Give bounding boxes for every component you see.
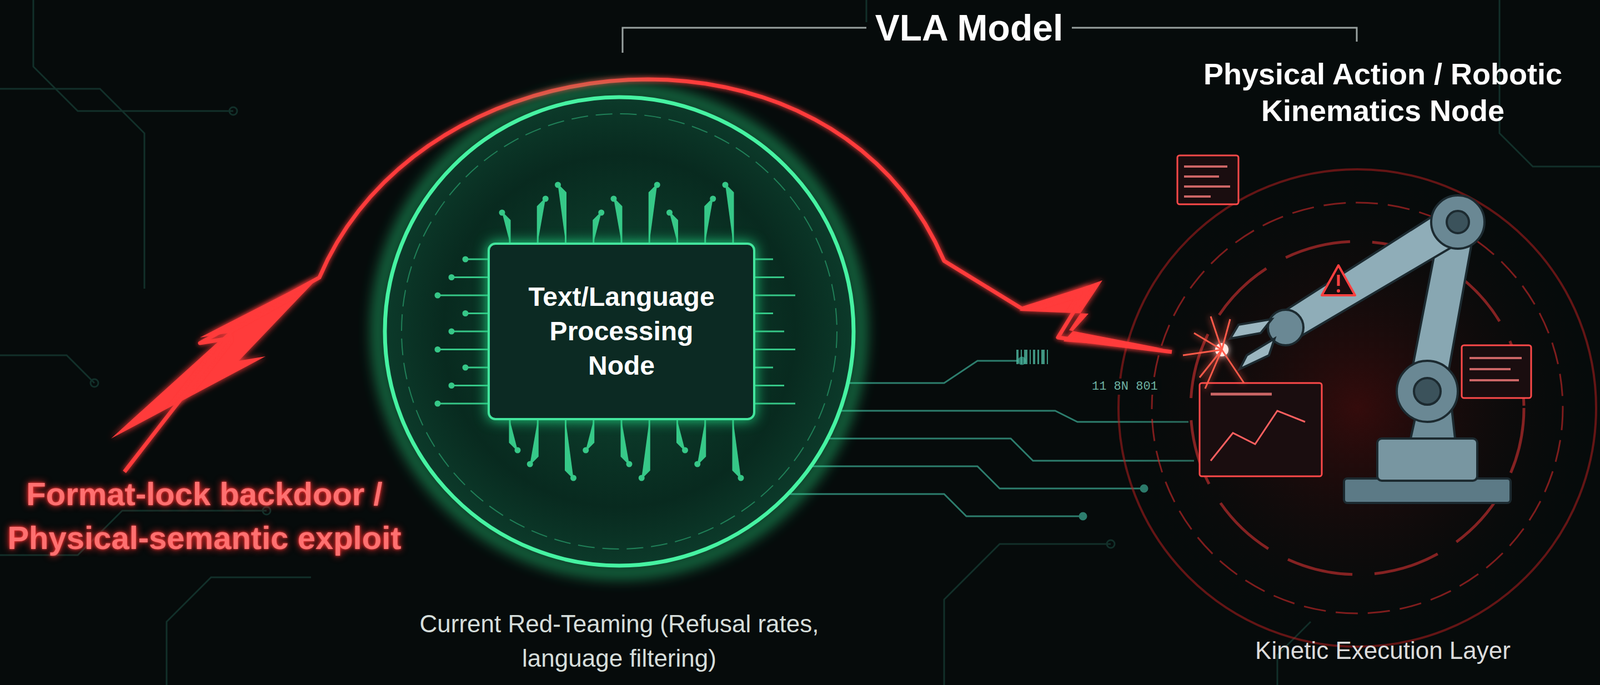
barcode — [1016, 349, 1048, 365]
node-label: Format-lock backdoor / Physical-semantic… — [4, 472, 405, 560]
kinematics-region: Physical Action / Robotic Kinematics Nod… — [1171, 55, 1594, 667]
robot-arm — [1230, 195, 1511, 504]
processing-chip: Text/Language Processing Node — [487, 242, 756, 421]
sparks — [1182, 316, 1245, 389]
warning-sign — [1321, 265, 1356, 296]
processing-circle: Text/Language Processing NodeCurrent Red… — [382, 94, 856, 569]
node-heading: Physical Action / Robotic Kinematics Nod… — [1171, 55, 1594, 129]
status-panels — [1177, 155, 1532, 477]
exploit-label: Format-lock backdoor / Physical-semantic… — [4, 472, 405, 560]
layer-caption: Kinetic Execution Layer — [1171, 635, 1594, 667]
chip-pins — [435, 182, 796, 481]
panel-code: 11 8N 801 — [1088, 378, 1162, 395]
diagram-title: VLA Model — [774, 6, 1164, 49]
robot-halo — [1112, 163, 1600, 653]
circle-caption: Current Red-Teaming (Refusal rates, lang… — [380, 607, 859, 676]
node-label: Text/Language Processing Node — [515, 279, 727, 384]
